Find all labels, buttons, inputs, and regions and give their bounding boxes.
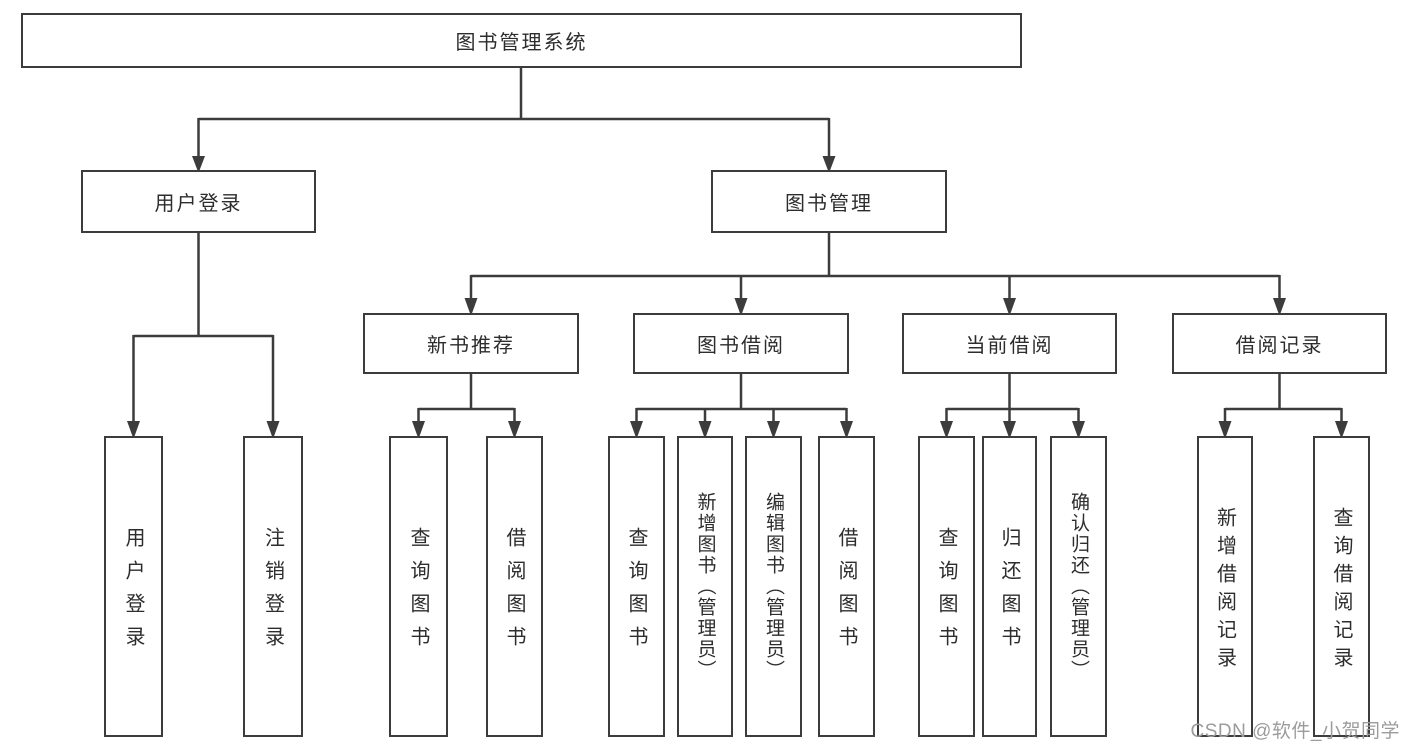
- node-leaf-query-books-current: 查询图书: [918, 436, 975, 737]
- node-book-borrowing: 图书借阅: [633, 313, 849, 374]
- node-label: 注销登录: [261, 527, 284, 659]
- node-leaf-query-borrow-record: 查询借阅记录: [1313, 436, 1370, 737]
- node-label: 借阅记录: [1235, 335, 1324, 357]
- node-leaf-borrow-books-borrowing: 借阅图书: [818, 436, 875, 737]
- node-label: 用户登录: [122, 527, 144, 659]
- node-label: 查询图书: [625, 527, 647, 659]
- node-leaf-user-login: 用户登录: [104, 436, 163, 737]
- node-label: 借阅图书: [503, 527, 525, 659]
- node-user-login: 用户登录: [81, 170, 316, 233]
- node-leaf-borrow-books-recommend: 借阅图书: [486, 436, 543, 737]
- node-label: 查询借阅记录: [1330, 506, 1352, 675]
- node-current-borrowing: 当前借阅: [902, 313, 1117, 374]
- node-label: 图书管理: [785, 193, 873, 215]
- node-leaf-logout: 注销登录: [243, 436, 303, 737]
- node-label: 当前借阅: [965, 335, 1054, 357]
- node-label: 查询图书: [407, 527, 429, 659]
- node-leaf-query-books-borrowing: 查询图书: [608, 436, 665, 737]
- node-leaf-add-borrow-record: 新增借阅记录: [1197, 436, 1253, 737]
- node-label: 归还图书: [998, 527, 1020, 659]
- node-label: 用户登录: [154, 193, 243, 215]
- node-label: 新增图书（管理员）: [694, 492, 716, 681]
- node-leaf-return-books: 归还图书: [982, 436, 1037, 737]
- node-label: 编辑图书（管理员）: [763, 492, 784, 681]
- node-label: 新书推荐: [427, 335, 515, 357]
- node-book-management: 图书管理: [711, 170, 947, 233]
- node-label: 图书借阅: [697, 335, 785, 357]
- node-new-book-recommend: 新书推荐: [363, 313, 579, 374]
- node-leaf-query-books-recommend: 查询图书: [389, 436, 448, 737]
- node-label: 图书管理系统: [455, 32, 588, 54]
- node-root-system: 图书管理系统: [21, 13, 1022, 68]
- watermark: CSDN @软件_小贺同学: [1190, 721, 1400, 742]
- node-label: 借阅图书: [835, 527, 857, 659]
- node-borrow-records: 借阅记录: [1172, 313, 1387, 374]
- node-label: 确认归还（管理员）: [1068, 492, 1089, 681]
- node-label: 查询图书: [935, 527, 957, 659]
- node-leaf-add-books-admin: 新增图书（管理员）: [677, 436, 733, 737]
- node-label: 新增借阅记录: [1213, 506, 1236, 675]
- node-leaf-confirm-return-admin: 确认归还（管理员）: [1050, 436, 1107, 737]
- node-leaf-edit-books-admin: 编辑图书（管理员）: [745, 436, 802, 737]
